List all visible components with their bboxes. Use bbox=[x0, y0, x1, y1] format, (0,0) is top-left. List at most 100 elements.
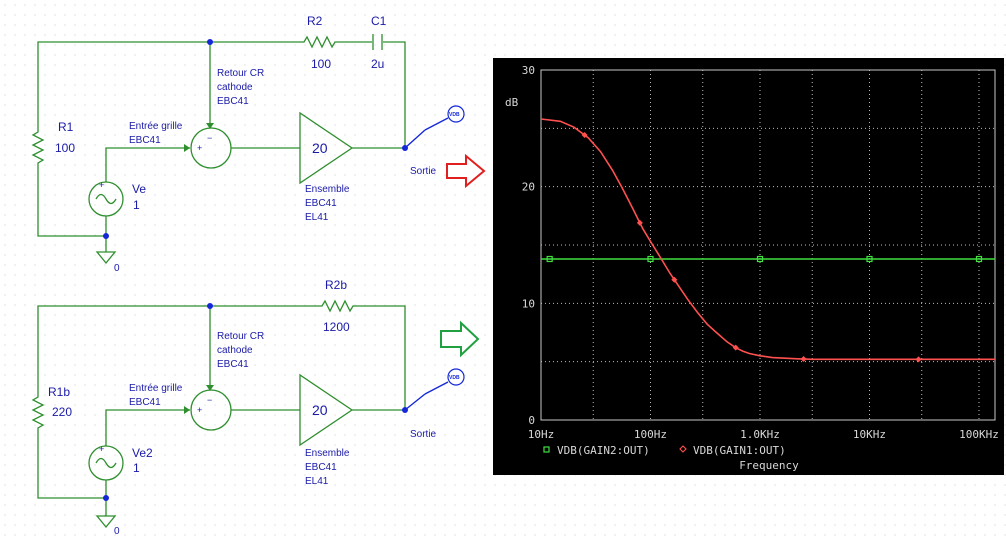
legend-marker-gain1 bbox=[679, 445, 687, 453]
feedback-label-3: EBC41 bbox=[217, 96, 249, 107]
data-point-marker bbox=[800, 355, 807, 362]
ground-symbol bbox=[95, 251, 117, 265]
amp-label-1: Ensemble bbox=[305, 448, 350, 459]
x-axis-label: Frequency bbox=[739, 459, 799, 472]
input-label-1: Entrée grille bbox=[129, 383, 183, 394]
green-arrow-icon bbox=[440, 320, 480, 358]
voltage-source-ve: + bbox=[88, 180, 124, 217]
wire bbox=[37, 166, 107, 237]
summing-junction: + − bbox=[190, 127, 232, 169]
red-arrow-icon bbox=[446, 153, 486, 189]
amp-gain: 20 bbox=[312, 140, 328, 156]
junction-dot bbox=[103, 233, 109, 239]
x-tick-label: 100KHz bbox=[959, 428, 999, 441]
ve2-value: 1 bbox=[133, 461, 140, 475]
svg-text:+: + bbox=[197, 143, 202, 153]
ve2-name: Ve2 bbox=[132, 446, 153, 460]
ground-symbol bbox=[95, 515, 117, 529]
r2-value: 100 bbox=[311, 57, 331, 71]
capacitor-c1 bbox=[372, 34, 383, 50]
ve-name: Ve bbox=[132, 182, 146, 196]
y-tick-label: 10 bbox=[522, 297, 535, 310]
x-tick-label: 10Hz bbox=[528, 428, 555, 441]
amplifier-triangle bbox=[299, 373, 354, 447]
wire bbox=[383, 41, 406, 148]
series-layer bbox=[540, 118, 995, 363]
amp-label-2: EBC41 bbox=[305, 462, 337, 473]
wire bbox=[356, 305, 406, 410]
legend: VDB(GAIN2:OUT) VDB(GAIN1:OUT) bbox=[543, 444, 786, 457]
ground-label: 0 bbox=[114, 526, 120, 537]
feedback-label-1: Retour CR bbox=[217, 331, 264, 342]
wire bbox=[37, 41, 300, 128]
circuit-1: R1 100 R2 100 C1 2u + Ve 1 + − Retour CR… bbox=[31, 14, 465, 274]
resistor-r2b bbox=[318, 299, 356, 313]
input-label-2: EBC41 bbox=[129, 397, 161, 408]
y-axis-label: dB bbox=[505, 96, 519, 109]
svg-text:+: + bbox=[99, 444, 104, 454]
legend-marker-gain2 bbox=[543, 446, 550, 453]
summing-junction: + − bbox=[190, 389, 232, 431]
feedback-label-3: EBC41 bbox=[217, 359, 249, 370]
vdb-probe-marker[interactable]: VDB bbox=[404, 368, 465, 411]
svg-text:−: − bbox=[207, 395, 212, 405]
data-point-marker bbox=[975, 255, 983, 263]
data-point-marker bbox=[636, 219, 643, 226]
amp-gain: 20 bbox=[312, 402, 328, 418]
svg-text:VDB: VDB bbox=[449, 375, 460, 381]
r2b-value: 1200 bbox=[323, 320, 350, 334]
legend-label-gain1: VDB(GAIN1:OUT) bbox=[693, 444, 786, 457]
c1-value: 2u bbox=[371, 57, 384, 71]
amplifier-triangle bbox=[299, 111, 354, 185]
junction-dot bbox=[207, 39, 213, 45]
data-point-marker bbox=[756, 255, 764, 263]
legend-label-gain2: VDB(GAIN2:OUT) bbox=[557, 444, 650, 457]
wire bbox=[105, 147, 190, 182]
data-point-marker bbox=[546, 255, 553, 263]
junction-dot bbox=[207, 303, 213, 309]
amp-label-3: EL41 bbox=[305, 476, 329, 487]
y-tick-label: 30 bbox=[522, 64, 535, 77]
arrow-head bbox=[184, 406, 190, 414]
feedback-label-2: cathode bbox=[217, 345, 253, 356]
junction-dot bbox=[103, 495, 109, 501]
amp-label-1: Ensemble bbox=[305, 184, 350, 195]
feedback-label-1: Retour CR bbox=[217, 68, 264, 79]
output-label: Sortie bbox=[410, 166, 437, 177]
data-point-marker bbox=[866, 255, 873, 263]
svg-text:VDB: VDB bbox=[449, 112, 460, 118]
y-tick-label: 0 bbox=[528, 414, 535, 427]
amp-label-3: EL41 bbox=[305, 212, 329, 223]
junction-dot bbox=[402, 145, 408, 151]
svg-text:+: + bbox=[99, 180, 104, 190]
resistor-r1 bbox=[31, 128, 45, 166]
ve-value: 1 bbox=[133, 198, 140, 212]
wire bbox=[105, 409, 190, 446]
feedback-label-2: cathode bbox=[217, 82, 253, 93]
data-point-marker bbox=[581, 131, 588, 138]
r2b-name: R2b bbox=[325, 278, 347, 292]
r1b-name: R1b bbox=[48, 385, 70, 399]
data-point-marker bbox=[732, 344, 739, 351]
series-line-1 bbox=[540, 118, 995, 361]
junction-dot bbox=[402, 407, 408, 413]
vdb-probe-marker[interactable]: VDB bbox=[404, 105, 465, 149]
resistor-r2 bbox=[300, 35, 338, 49]
wire bbox=[37, 431, 107, 499]
input-label-2: EBC41 bbox=[129, 135, 161, 146]
arrow-head bbox=[206, 385, 214, 391]
c1-name: C1 bbox=[371, 14, 387, 28]
data-point-marker bbox=[647, 255, 654, 263]
r1b-value: 220 bbox=[52, 405, 72, 419]
plot-frame bbox=[540, 69, 996, 421]
output-label: Sortie bbox=[410, 429, 437, 440]
x-tick-label: 1.0KHz bbox=[740, 428, 780, 441]
amp-label-2: EBC41 bbox=[305, 198, 337, 209]
arrow-head bbox=[184, 144, 190, 152]
svg-text:−: − bbox=[207, 133, 212, 143]
y-tick-label: 20 bbox=[522, 181, 535, 194]
input-label-1: Entrée grille bbox=[129, 121, 183, 132]
svg-text:+: + bbox=[197, 405, 202, 415]
